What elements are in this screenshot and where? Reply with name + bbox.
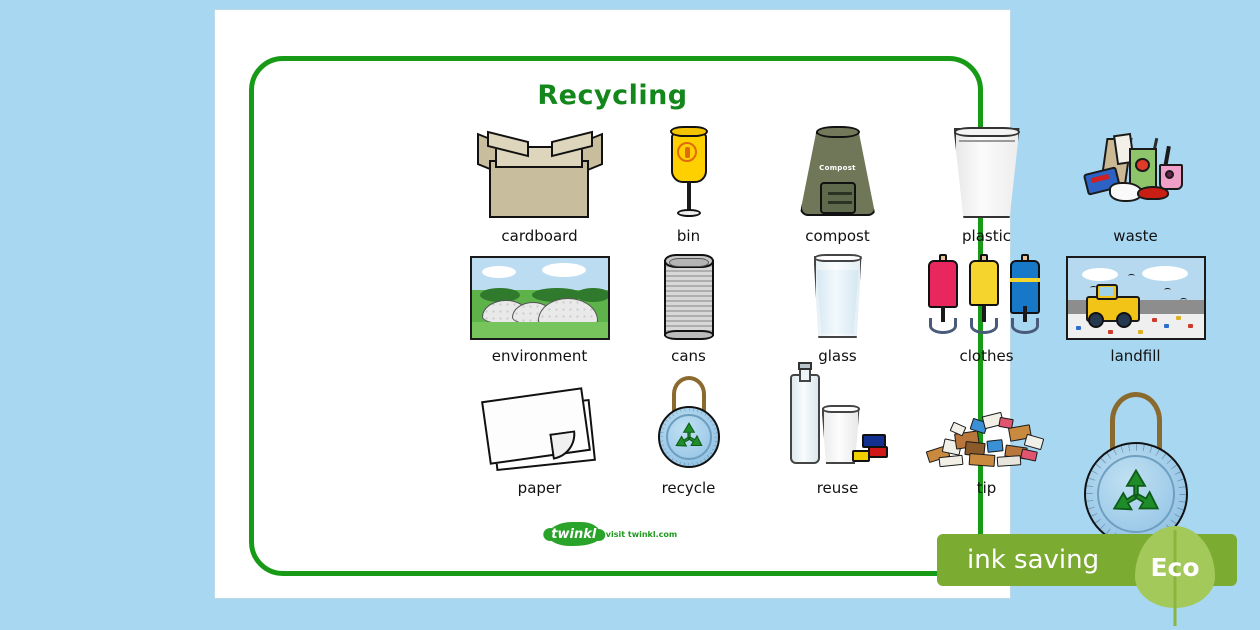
word-card-reuse[interactable]: reuse [763,362,912,497]
word-mat-row-2: environment cans glass [465,250,1210,365]
recycle-bag-icon [657,372,720,472]
word-label: compost [805,227,870,245]
word-card-plastic[interactable]: plastic [912,122,1061,245]
word-label: landfill [1110,347,1161,365]
word-card-paper[interactable]: paper [465,372,614,497]
recycle-bag-large-icon [1083,390,1188,546]
dress-mannequins-icon [924,250,1050,340]
compost-bin-icon: Compost [796,122,880,220]
word-label: tip [976,479,997,497]
leaf-icon: Eco [1135,526,1215,626]
word-card-compost[interactable]: Compost compost [763,122,912,245]
twinkl-visit-text: visit twinkl.com [605,529,678,539]
word-label: glass [818,347,857,365]
word-mat-row-3: paper [465,362,1210,546]
word-card-landfill[interactable]: landfill [1061,250,1210,365]
word-card-waste[interactable]: waste [1061,122,1210,245]
ink-saving-eco-badge: ink saving Eco [937,526,1260,626]
word-label: reuse [816,479,859,497]
landfill-bulldozer-photo-icon [1065,250,1206,340]
worksheet-page: Recycling cardboard [215,10,1206,598]
word-label: cardboard [501,227,578,245]
word-label: bin [676,227,701,245]
leaf-stem [1173,530,1177,626]
ink-saving-text: ink saving [967,545,1100,575]
word-card-clothes[interactable]: clothes [912,250,1061,365]
word-label: paper [517,479,562,497]
word-label: cans [671,347,706,365]
word-card-cardboard[interactable]: cardboard [465,122,614,245]
word-card-recycle-bag-large[interactable] [1061,372,1210,546]
recycling-arrows-icon [1112,468,1159,511]
eco-text: Eco [1150,552,1200,582]
word-card-bin[interactable]: bin [614,122,763,245]
drinking-glass-icon [811,250,865,340]
word-label: waste [1113,227,1158,245]
reuse-bottle-cup-blocks-icon [778,362,898,472]
twinkl-logo[interactable]: twinkl visit twinkl.com [542,522,678,546]
word-mat-row-1: cardboard bin Compost [465,122,1210,245]
cardboard-box-icon [475,122,605,220]
word-label: environment [491,347,588,365]
word-card-recycle[interactable]: recycle [614,372,763,497]
word-card-environment[interactable]: environment [465,250,614,365]
page-title: Recycling [537,80,688,111]
compost-bin-label: Compost [819,164,856,172]
word-card-glass[interactable]: glass [763,250,912,365]
word-card-tip[interactable]: tip [912,372,1061,497]
word-label: clothes [959,347,1014,365]
tin-can-icon [662,250,716,340]
word-label: recycle [661,479,716,497]
environment-biome-photo-icon [469,250,610,340]
twinkl-blob-icon: twinkl [542,522,605,546]
plastic-cup-icon [952,122,1022,220]
page-border [249,56,983,576]
word-card-cans[interactable]: cans [614,250,763,365]
recycling-arrows-icon [674,422,703,447]
rubbish-tip-heap-icon [917,372,1057,472]
waste-pile-icon [1081,122,1191,220]
yellow-litter-bin-icon [666,122,712,220]
twinkl-wordmark: twinkl [551,526,597,542]
word-label: plastic [962,227,1011,245]
paper-sheets-icon [477,372,603,472]
